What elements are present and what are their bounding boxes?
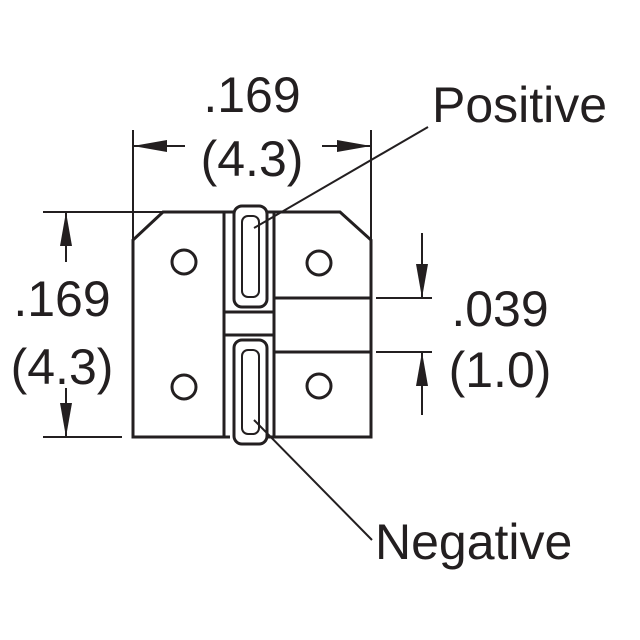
slot-inches-label: .039	[451, 281, 548, 337]
negative-label: Negative	[375, 514, 572, 570]
width-dimension: .169 (4.3)	[132, 67, 372, 240]
height-arrow-top	[60, 212, 72, 246]
hole-top-right	[305, 249, 333, 277]
polarity-callouts: Positive Negative	[253, 77, 607, 570]
width-mm-label: (4.3)	[201, 131, 304, 187]
slot-dimension: .039 (1.0)	[376, 233, 551, 415]
hole-bottom-left	[170, 373, 198, 401]
positive-terminal	[232, 204, 269, 309]
right-plate	[268, 210, 373, 439]
negative-terminal-inner	[241, 349, 260, 435]
negative-leader-line	[253, 419, 373, 541]
positive-terminal-inner	[241, 215, 260, 298]
slot-arrow-bottom	[416, 352, 428, 386]
hole-top-left	[170, 248, 198, 276]
height-arrow-bottom	[60, 403, 72, 437]
component-body	[131, 204, 373, 446]
positive-label: Positive	[432, 77, 607, 133]
height-mm-label: (4.3)	[11, 339, 114, 395]
left-plate	[131, 210, 237, 439]
positive-leader-line	[253, 126, 429, 229]
height-inches-label: .169	[13, 271, 110, 327]
height-dimension: .169 (4.3)	[11, 211, 163, 438]
width-arrow-left	[133, 140, 167, 152]
slot-arrow-top	[416, 264, 428, 298]
width-inches-label: .169	[203, 67, 300, 123]
slot-mm-label: (1.0)	[449, 342, 552, 398]
hole-bottom-right	[305, 372, 333, 400]
width-arrow-right	[337, 140, 371, 152]
